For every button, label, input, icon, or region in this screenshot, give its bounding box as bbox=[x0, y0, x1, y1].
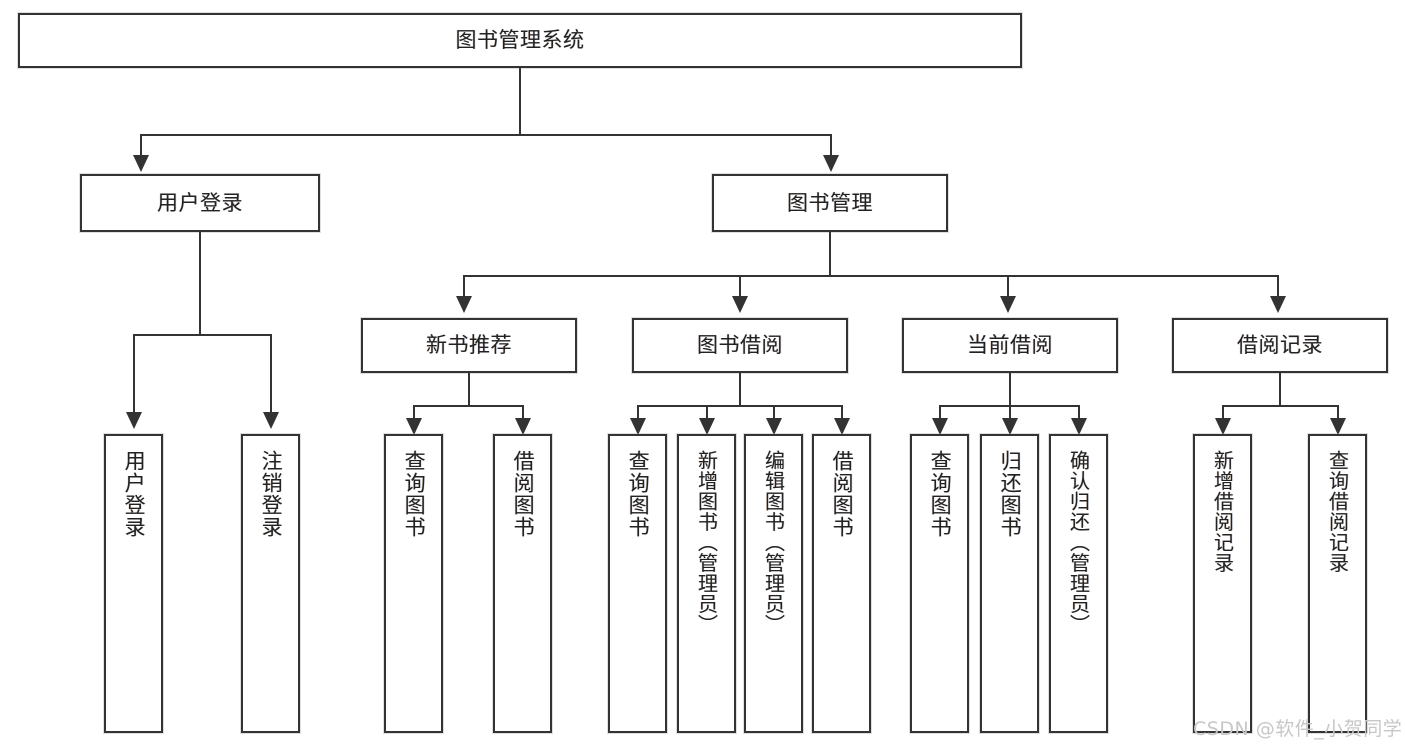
leaf-nbr-query-book[interactable]: 查询图书 bbox=[384, 434, 443, 733]
node-label: 用户登录 bbox=[122, 450, 147, 538]
leaf-user-login-login[interactable]: 用户登录 bbox=[104, 434, 163, 733]
csdn-watermark: CSDN @软件_小贺同学 bbox=[1193, 718, 1403, 740]
connector-user-login-leg-2 bbox=[270, 334, 272, 413]
arrowhead-nbr-leaf-1 bbox=[406, 418, 422, 435]
connector-bm-leg-2 bbox=[739, 275, 741, 299]
leaf-br-add-record[interactable]: 新增借阅记录 bbox=[1193, 434, 1252, 733]
arrowhead-user-login-leaf-2 bbox=[263, 412, 279, 429]
connector-nbr-leg-2 bbox=[522, 405, 524, 419]
node-book-borrow[interactable]: 图书借阅 bbox=[632, 318, 848, 373]
arrowhead-br-leaf-2 bbox=[1330, 418, 1346, 435]
node-label: 图书管理 bbox=[787, 190, 873, 215]
node-label: 查询图书 bbox=[928, 450, 953, 538]
connector-br-stem bbox=[1279, 373, 1281, 406]
node-label: 图书管理系统 bbox=[455, 28, 585, 53]
connector-user-login-bus bbox=[133, 334, 272, 336]
leaf-cb-return-book[interactable]: 归还图书 bbox=[980, 434, 1039, 733]
node-label: 归还图书 bbox=[998, 450, 1023, 538]
node-user-login[interactable]: 用户登录 bbox=[80, 174, 320, 232]
node-label: 借阅图书 bbox=[511, 450, 536, 538]
node-current-borrow[interactable]: 当前借阅 bbox=[902, 318, 1118, 373]
connector-root-to-user-login bbox=[140, 134, 142, 158]
arrowhead-bb-leaf-4 bbox=[834, 418, 850, 435]
node-label: 借阅图书 bbox=[830, 450, 855, 538]
connector-nbr-bus bbox=[413, 405, 524, 407]
connector-cb-leg-3 bbox=[1078, 405, 1080, 419]
connector-bb-leg-1 bbox=[637, 405, 639, 419]
connector-bb-stem bbox=[739, 373, 741, 406]
arrowhead-bm-to-new-book-recommend bbox=[456, 296, 472, 313]
node-label: 查询借阅记录 bbox=[1325, 450, 1350, 573]
arrowhead-root-to-user-login bbox=[133, 155, 149, 172]
arrowhead-bm-to-book-borrow bbox=[732, 296, 748, 313]
connector-user-login-leg-1 bbox=[133, 334, 135, 413]
connector-nbr-leg-1 bbox=[413, 405, 415, 419]
node-borrow-record[interactable]: 借阅记录 bbox=[1172, 318, 1388, 373]
node-label: 查询图书 bbox=[626, 450, 651, 538]
connector-cb-leg-1 bbox=[939, 405, 941, 419]
node-label: 借阅记录 bbox=[1237, 333, 1323, 358]
connector-nbr-stem bbox=[468, 373, 470, 406]
connector-bm-leg-3 bbox=[1007, 275, 1009, 299]
node-book-management[interactable]: 图书管理 bbox=[712, 174, 948, 232]
arrowhead-cb-leaf-2 bbox=[1002, 418, 1018, 435]
node-label: 新增借阅记录 bbox=[1210, 450, 1235, 573]
arrowhead-cb-leaf-1 bbox=[932, 418, 948, 435]
arrowhead-bm-to-current-borrow bbox=[1000, 296, 1016, 313]
arrowhead-bb-leaf-3 bbox=[766, 418, 782, 435]
arrowhead-bm-to-borrow-record bbox=[1270, 296, 1286, 313]
connector-bm-leg-1 bbox=[463, 275, 465, 299]
node-label: 编辑图书（管理员） bbox=[761, 450, 786, 635]
leaf-nbr-borrow-book[interactable]: 借阅图书 bbox=[493, 434, 552, 733]
arrowhead-user-login-leaf-1 bbox=[126, 412, 142, 429]
connector-user-login-stem bbox=[199, 232, 201, 335]
leaf-cb-confirm-return-admin[interactable]: 确认归还（管理员） bbox=[1049, 434, 1108, 733]
leaf-bb-query-book[interactable]: 查询图书 bbox=[608, 434, 667, 733]
node-label: 新增图书（管理员） bbox=[694, 450, 719, 635]
connector-bm-leg-4 bbox=[1277, 275, 1279, 299]
connector-book-management-stem bbox=[829, 232, 831, 276]
leaf-bb-borrow-book[interactable]: 借阅图书 bbox=[812, 434, 871, 733]
connector-root-stem bbox=[519, 68, 521, 135]
connector-br-leg-1 bbox=[1222, 405, 1224, 419]
connector-bb-leg-2 bbox=[706, 405, 708, 419]
node-label: 用户登录 bbox=[157, 190, 243, 215]
connector-br-leg-2 bbox=[1337, 405, 1339, 419]
node-label: 当前借阅 bbox=[967, 333, 1053, 358]
connector-root-bus bbox=[140, 134, 832, 136]
leaf-br-query-record[interactable]: 查询借阅记录 bbox=[1308, 434, 1367, 733]
arrowhead-br-leaf-1 bbox=[1215, 418, 1231, 435]
connector-bb-bus bbox=[637, 405, 842, 407]
connector-bb-leg-4 bbox=[841, 405, 843, 419]
node-label: 注销登录 bbox=[259, 450, 284, 538]
node-label: 确认归还（管理员） bbox=[1066, 450, 1091, 635]
connector-cb-leg-2 bbox=[1009, 405, 1011, 419]
node-label: 图书借阅 bbox=[697, 333, 783, 358]
node-label: 新书推荐 bbox=[426, 333, 512, 358]
leaf-bb-edit-book-admin[interactable]: 编辑图书（管理员） bbox=[744, 434, 803, 733]
connector-br-bus bbox=[1222, 405, 1339, 407]
connector-bb-leg-3 bbox=[773, 405, 775, 419]
node-label: 查询图书 bbox=[402, 450, 427, 538]
node-new-book-recommend[interactable]: 新书推荐 bbox=[361, 318, 577, 373]
leaf-user-login-logout[interactable]: 注销登录 bbox=[241, 434, 300, 733]
arrowhead-root-to-book-management bbox=[823, 155, 839, 172]
arrowhead-cb-leaf-3 bbox=[1071, 418, 1087, 435]
node-root-book-management-system[interactable]: 图书管理系统 bbox=[18, 13, 1022, 68]
arrowhead-bb-leaf-1 bbox=[630, 418, 646, 435]
arrowhead-nbr-leaf-2 bbox=[515, 418, 531, 435]
connector-cb-stem bbox=[1009, 373, 1011, 406]
arrowhead-bb-leaf-2 bbox=[699, 418, 715, 435]
connector-root-to-book-management bbox=[830, 134, 832, 158]
connector-book-management-bus bbox=[463, 275, 1277, 277]
leaf-cb-query-book[interactable]: 查询图书 bbox=[910, 434, 969, 733]
leaf-bb-add-book-admin[interactable]: 新增图书（管理员） bbox=[677, 434, 736, 733]
